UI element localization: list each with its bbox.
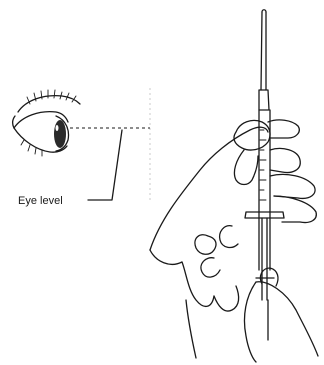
label-leader: [88, 130, 122, 200]
eye-level-label: Eye level: [18, 195, 63, 207]
hand-icon: [150, 120, 318, 362]
eye-icon: [13, 90, 80, 156]
